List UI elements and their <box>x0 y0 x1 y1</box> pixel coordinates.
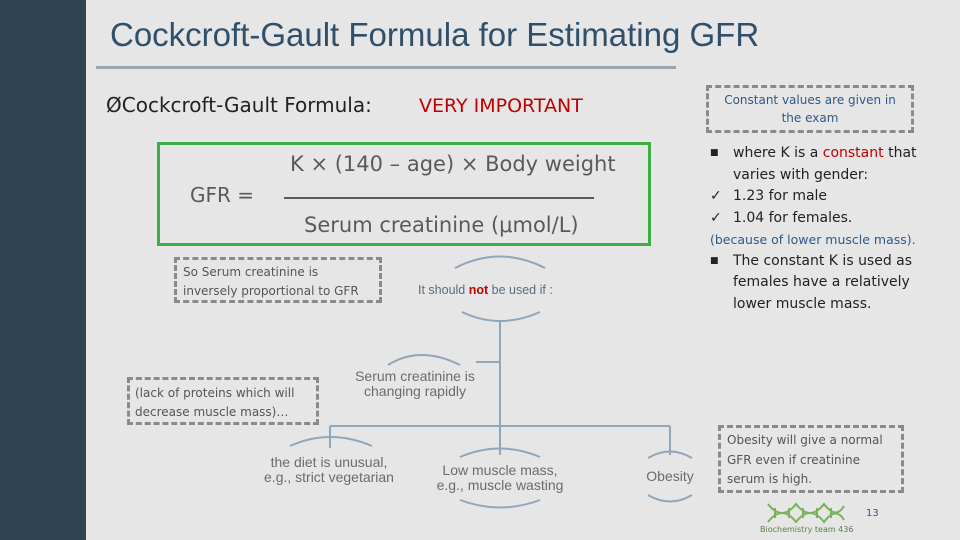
lack-of-proteins-note: (lack of proteins which will decrease mu… <box>127 377 319 425</box>
inverse-proportion-note: So Serum creatinine is inversely proport… <box>174 257 382 303</box>
constant-values-note: Constant values are given in the exam <box>706 85 914 133</box>
female-value: 1.04 for females. <box>733 209 853 226</box>
tree-leaf-muscle: Low muscle mass, e.g., muscle wasting <box>436 462 564 493</box>
bullet-females-note: ■ The constant K is used as females have… <box>710 251 950 316</box>
k-explanation-column: ■ where K is a constant that varies with… <box>710 143 950 315</box>
formula-denominator: Serum creatinine (μmol/L) <box>304 213 579 237</box>
root-text-post: be used if : <box>488 283 553 297</box>
dna-logo-icon <box>767 502 845 524</box>
root-text-pre: It should <box>418 283 469 297</box>
tree-mid-label: Serum creatinine is changing rapidly <box>355 368 475 399</box>
root-text-not: not <box>468 283 489 297</box>
formula-numerator: K × (140 – age) × Body weight <box>290 152 616 176</box>
formula-heading: ØCockcroft-Gault Formula: <box>106 93 372 117</box>
left-sidebar-band <box>0 0 86 540</box>
tree-leaf-obesity: Obesity <box>646 468 694 484</box>
very-important-label: VERY IMPORTANT <box>419 95 583 117</box>
females-note-text: The constant K is used as females have a… <box>733 252 913 312</box>
leaf2-node-arc <box>459 447 541 458</box>
male-value: 1.23 for male <box>733 188 828 204</box>
formula-box <box>157 142 651 246</box>
mid-node-arc <box>387 354 461 366</box>
page-number: 13 <box>866 508 879 519</box>
tree-leaf-diet: the diet is unusual, e.g., strict vegeta… <box>264 454 394 485</box>
k-text-highlight: constant <box>822 145 884 161</box>
formula-fraction-bar <box>284 197 594 199</box>
title-underline <box>96 66 676 69</box>
slide-title: Cockcroft-Gault Formula for Estimating G… <box>110 16 760 53</box>
logo-caption: Biochemistry team 436 <box>760 525 854 534</box>
root-node-arc-bottom <box>461 311 541 322</box>
leaf3-node-arc-bottom <box>647 494 693 503</box>
leaf1-node-arc <box>289 436 373 447</box>
square-bullet-icon: ■ <box>710 255 719 266</box>
obesity-note: Obesity will give a normal GFR even if c… <box>718 425 904 493</box>
formula-lhs: GFR = <box>190 183 255 207</box>
checkmark-icon: ✓ <box>710 188 722 204</box>
check-male: ✓ 1.23 for male <box>710 186 950 208</box>
square-bullet-icon: ■ <box>710 148 719 158</box>
tree-root-label: It should not be used if : <box>418 283 553 298</box>
bullet-k-constant: ■ where K is a constant that varies with… <box>710 143 950 186</box>
checkmark-icon: ✓ <box>710 209 722 226</box>
root-node-arc <box>454 255 546 269</box>
k-text-post: that varies with gender: <box>733 145 917 183</box>
muscle-mass-reason: (because of lower muscle mass). <box>710 232 916 247</box>
leaf2-node-arc-bottom <box>459 499 541 509</box>
check-female: ✓ 1.04 for females. <box>710 208 950 230</box>
k-text-pre: where K is a <box>733 145 823 161</box>
leaf3-node-arc <box>647 450 693 459</box>
